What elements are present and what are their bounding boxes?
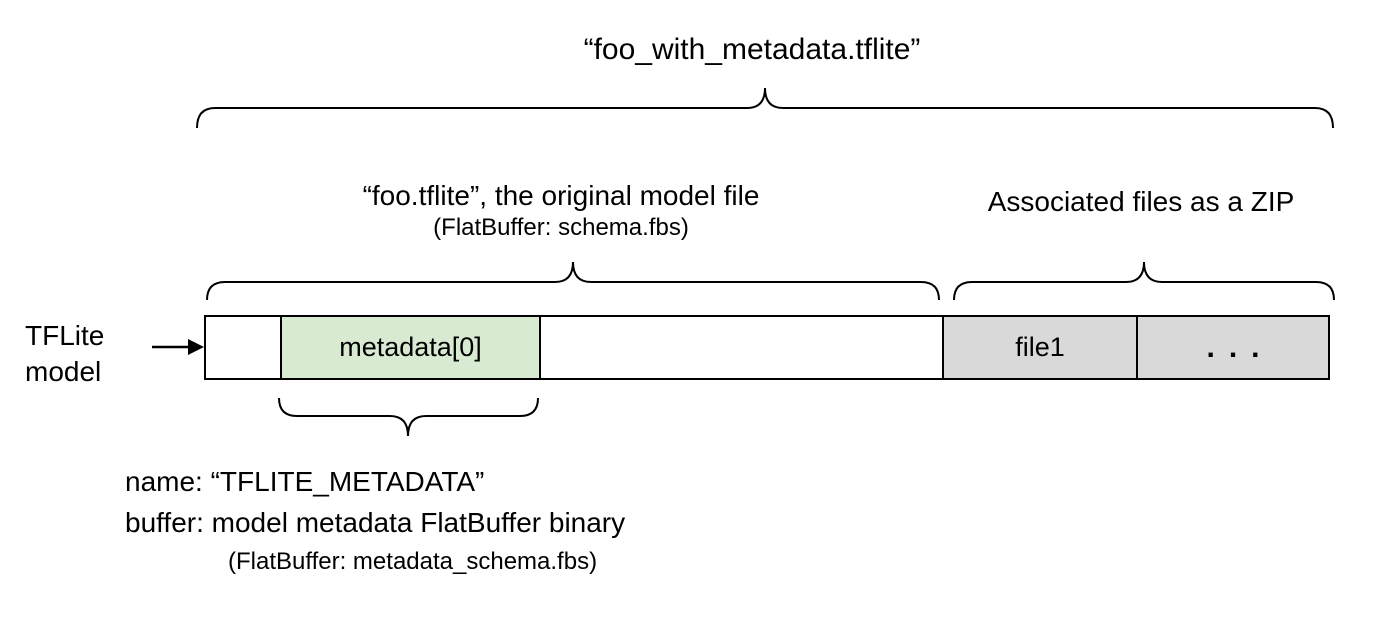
- ellipsis-label: ...: [1206, 330, 1274, 364]
- bar-segment-label: file1: [1015, 332, 1065, 362]
- metadata-annotation-schema: (FlatBuffer: metadata_schema.fbs): [228, 548, 598, 575]
- zip-brace: [953, 261, 1335, 301]
- bar-segment-label: metadata[0]: [339, 332, 482, 362]
- model-file-label: “foo.tflite”, the original model file: [362, 180, 760, 211]
- model-file-bar: metadata[0] file1 ...: [204, 315, 1330, 380]
- model-file-schema-sublabel: (FlatBuffer: schema.fbs): [433, 214, 689, 241]
- model-file-brace: [206, 261, 940, 301]
- tflite-model-label: TFLite model: [25, 318, 155, 390]
- metadata-annotation-name: name: “TFLITE_METADATA”: [125, 466, 485, 497]
- metadata-annotation-buffer: buffer: model metadata FlatBuffer binary: [125, 507, 626, 538]
- tflite-model-label-line1: TFLite: [25, 320, 105, 351]
- bar-segment-model-body: [539, 317, 942, 378]
- tflite-model-label-line2: model: [25, 356, 102, 387]
- bar-segment-more-files: ...: [1136, 317, 1328, 378]
- bar-segment-header: [206, 317, 280, 378]
- bar-segment-file1: file1: [942, 317, 1136, 378]
- top-brace: [196, 87, 1334, 129]
- diagram-title: “foo_with_metadata.tflite”: [583, 33, 921, 66]
- metadata-brace: [278, 397, 539, 437]
- arrow-head: [188, 339, 204, 355]
- associated-files-label: Associated files as a ZIP: [987, 186, 1295, 217]
- bar-segment-metadata: metadata[0]: [280, 317, 539, 378]
